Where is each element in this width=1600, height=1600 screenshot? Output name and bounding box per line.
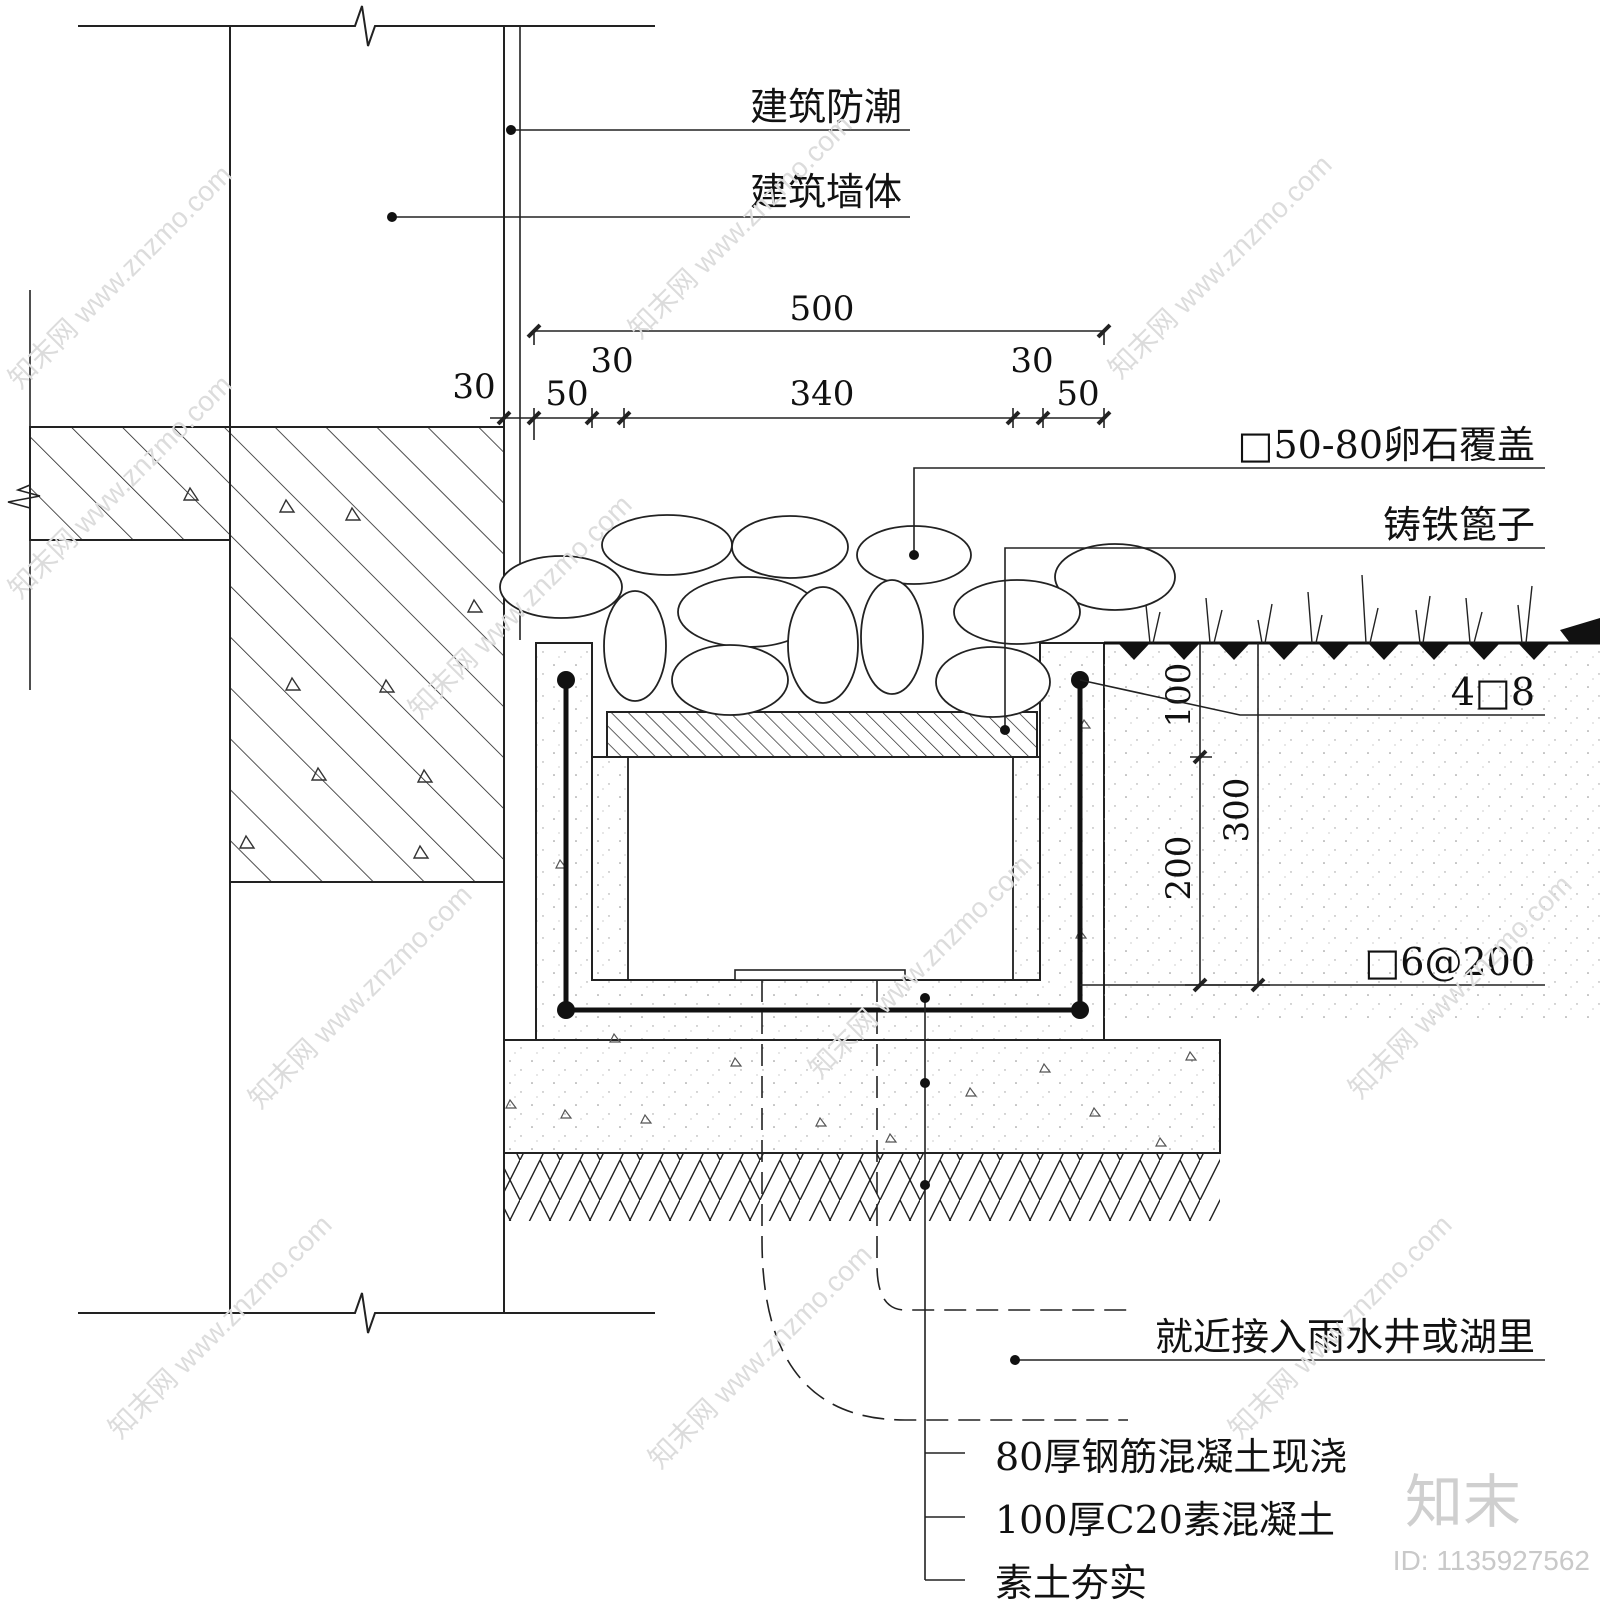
- svg-text:知末网 www.znzmo.com: 知末网 www.znzmo.com: [102, 1209, 337, 1444]
- label-grate: 铸铁篦子: [1383, 503, 1535, 547]
- label-outlet: 就近接入雨水井或湖里: [1155, 1315, 1535, 1359]
- dim-left-wall: 50: [545, 374, 588, 414]
- label-plain-concrete: 100厚C20素混凝土: [995, 1498, 1335, 1542]
- watermark-id: ID: 1135927562: [1393, 1545, 1590, 1576]
- dim-left-gap: 30: [452, 367, 495, 407]
- label-wall: 建筑墙体: [750, 170, 902, 214]
- dim-clear-width: 340: [790, 374, 855, 414]
- label-pebble-cover: □50-80卵石覆盖: [1238, 423, 1535, 467]
- label-rc-layer: 80厚钢筋混凝土现浇: [995, 1435, 1347, 1479]
- label-compacted-soil: 素土夯实: [995, 1561, 1147, 1600]
- dim-overall: 500: [790, 289, 855, 329]
- horizontal-dimensions: [490, 323, 1112, 440]
- dim-right-wall: 50: [1056, 374, 1099, 414]
- svg-text:知末网 www.znzmo.com: 知末网 www.znzmo.com: [1102, 149, 1337, 384]
- dim-left-inner: 30: [590, 341, 633, 381]
- label-stirrup: □6@200: [1364, 940, 1535, 984]
- drain-pipe: [761, 980, 1128, 1421]
- svg-text:知末网 www.znzmo.com: 知末网 www.znzmo.com: [242, 879, 477, 1114]
- svg-text:知末网 www.znzmo.com: 知末网 www.znzmo.com: [642, 1239, 877, 1474]
- dim-right-inner: 30: [1010, 341, 1053, 381]
- pebble-cover: [499, 514, 1176, 718]
- compacted-soil: [503, 1153, 1220, 1221]
- ground-surface: [1104, 574, 1600, 1023]
- dim-v-300: 300: [1217, 778, 1257, 843]
- plain-concrete-base: [503, 1039, 1221, 1154]
- floor-slab: [7, 426, 505, 883]
- cast-iron-grate: [606, 711, 1038, 758]
- leader-dots: [387, 125, 1020, 1365]
- label-main-rebar: 4□8: [1451, 670, 1535, 714]
- dim-v-100: 100: [1159, 663, 1199, 728]
- label-damp-proof: 建筑防潮: [750, 85, 902, 129]
- leader-lines: [392, 129, 1545, 1581]
- svg-text:知末网 www.znzmo.com: 知末网 www.znzmo.com: [2, 159, 237, 394]
- dim-v-200: 200: [1159, 836, 1199, 901]
- watermark-logo: 知末: [1405, 1468, 1521, 1536]
